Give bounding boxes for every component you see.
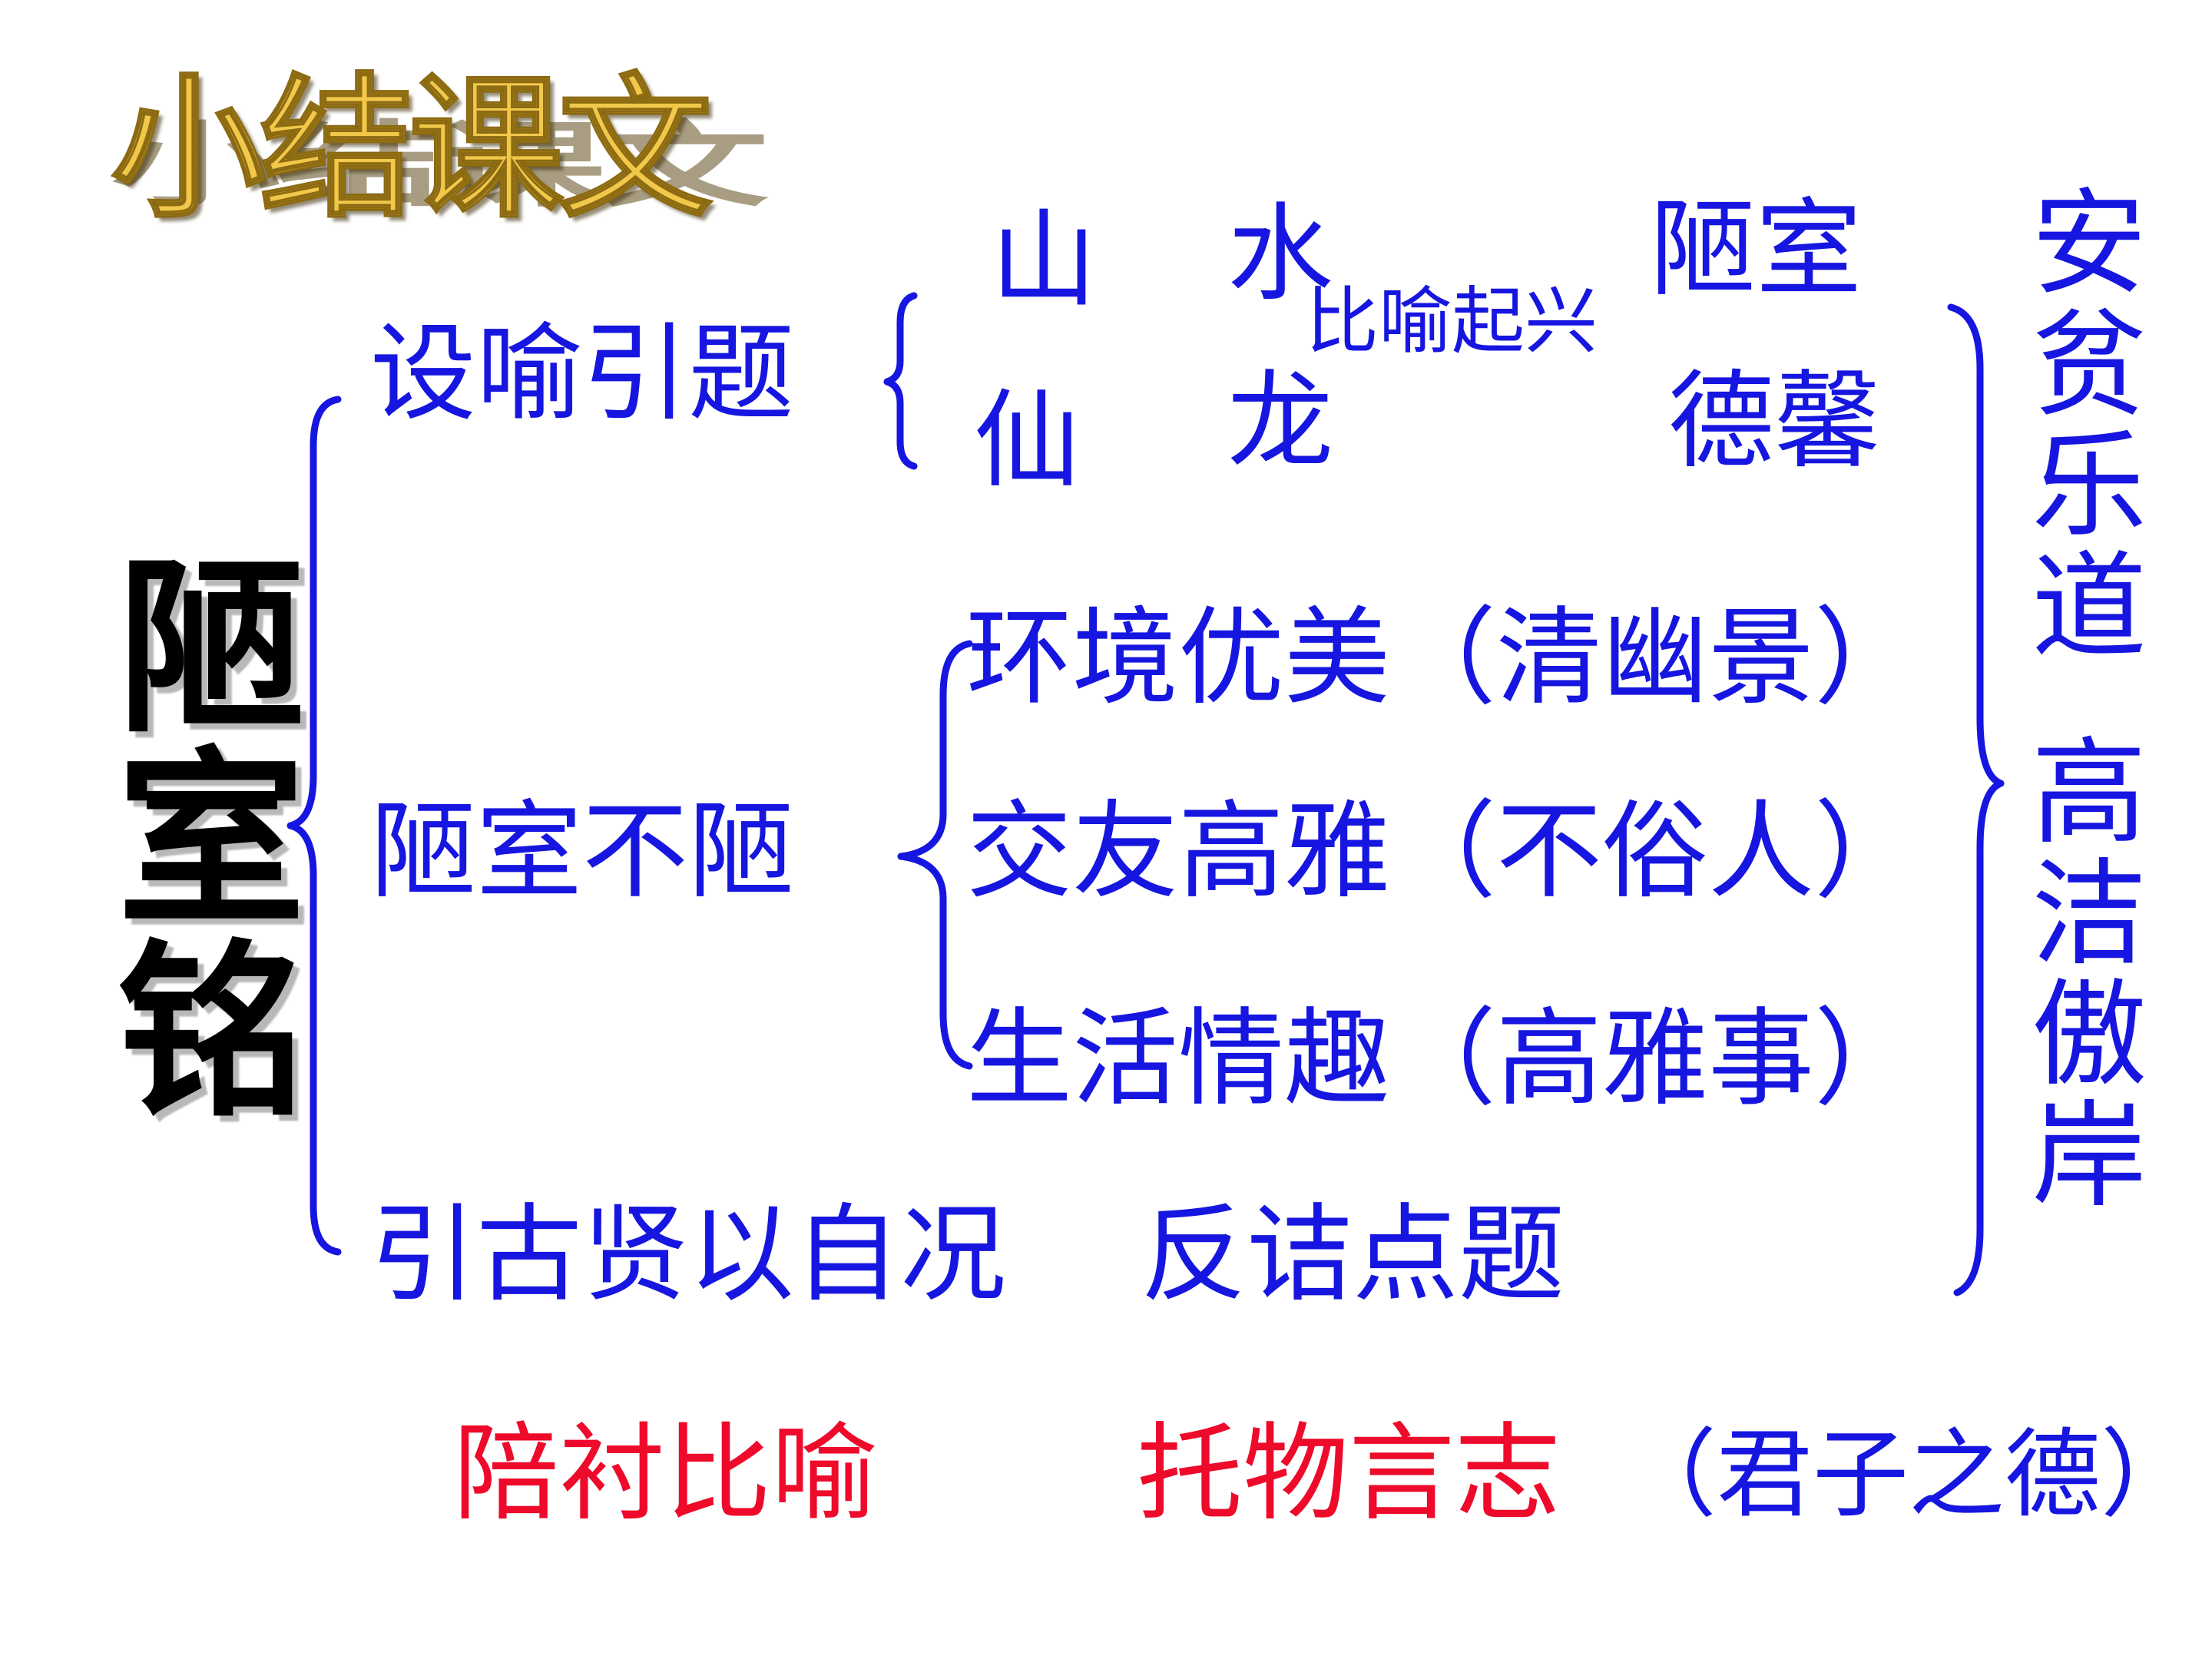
- right-brace: [1947, 303, 2005, 1296]
- ending-right-text: 反诘点题: [1141, 1193, 1565, 1316]
- intro-row1-room: 陋室: [1650, 187, 1863, 311]
- intro-middle-note: 比喻起兴: [1306, 280, 1598, 364]
- body-brace: [897, 640, 973, 1070]
- body-item-environment: 环境优美（清幽景）: [966, 596, 1921, 720]
- intro-row1-mountain: 山: [991, 198, 1098, 322]
- theme-first-char: 安: [2031, 177, 2147, 311]
- body-item-friends: 交友高雅（不俗人）: [966, 790, 1921, 913]
- intro-brace: [883, 292, 918, 470]
- theme-second-char: 傲: [2031, 969, 2147, 1102]
- theme-second-char: 洁: [2031, 847, 2147, 982]
- main-left-brace: [286, 396, 342, 1256]
- intro-row2-dragon: 龙: [1227, 359, 1334, 483]
- body-label: 陋室不陋: [370, 790, 795, 913]
- body-item-life: 生活情趣（高雅事）: [966, 997, 1921, 1121]
- slide-title-text: 小结课文: [110, 60, 713, 239]
- main-topic-char: 铭: [117, 922, 306, 1142]
- theme-first-char: 贫: [2031, 298, 2147, 432]
- main-topic-char: 室: [117, 730, 306, 950]
- intro-row1-water: 水: [1227, 192, 1334, 316]
- theme-first-char: 道: [2031, 540, 2147, 674]
- technique-contrast-metaphor: 陪衬比喻: [453, 1412, 878, 1535]
- intro-label: 设喻引题: [370, 312, 795, 435]
- ending-left-text: 引古贤以自况: [370, 1193, 1007, 1316]
- technique-express-aspiration: 托物言志: [1137, 1412, 1561, 1535]
- theme-first-char: 乐: [2031, 419, 2147, 553]
- theme-second-char: 高: [2031, 727, 2147, 860]
- theme-second: 高 洁 傲 岸: [2028, 733, 2151, 1217]
- intro-row2-immortal: 仙: [974, 379, 1081, 502]
- theme-second-char: 岸: [2031, 1089, 2147, 1224]
- theme-first: 安 贫 乐 道: [2028, 184, 2151, 668]
- main-topic: 陋 室 铭: [115, 553, 307, 1129]
- main-topic-char: 陋: [117, 539, 306, 758]
- intro-row2-virtue: 德馨: [1668, 359, 1881, 483]
- technique-note: （君子之德）: [1621, 1419, 2197, 1531]
- slide-title-reflection: 小结课文: [111, 111, 769, 220]
